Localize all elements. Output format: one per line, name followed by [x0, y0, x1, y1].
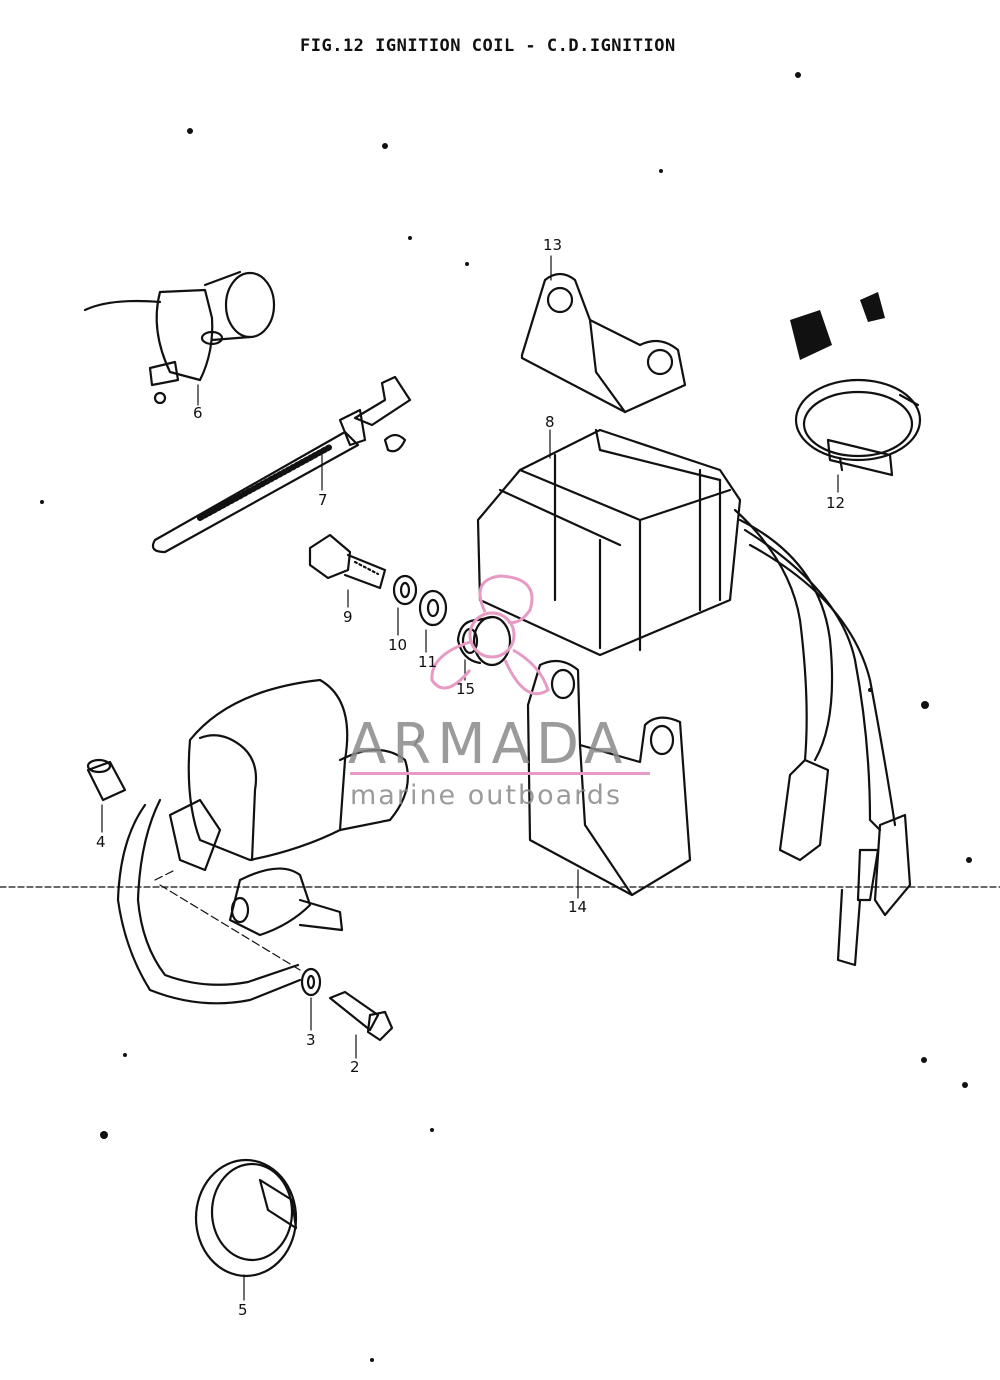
- part-1-ignition-coil: [116, 678, 409, 1005]
- part-5-hose-clamp: [194, 1158, 298, 1278]
- callout-14: 14: [568, 898, 588, 916]
- part-8-cdi-unit: [476, 428, 742, 657]
- leader-1: [414, 734, 421, 746]
- callout-8: 8: [545, 413, 555, 431]
- part-3-washer: [300, 967, 322, 997]
- part-6-cable-clamp: [83, 270, 276, 405]
- armada-propeller-logo: [430, 574, 550, 696]
- callout-7: 7: [318, 491, 328, 509]
- watermark-brand: ARMADA: [348, 712, 629, 777]
- part-15-grommet: [456, 615, 512, 667]
- callout-3: 3: [306, 1031, 316, 1049]
- callout-11: 11: [418, 653, 438, 671]
- part-2-bolt: [328, 990, 394, 1042]
- part-7-cable-tie: [151, 375, 412, 554]
- callout-13: 13: [543, 236, 563, 254]
- callout-10: 10: [388, 636, 408, 654]
- watermark-tagline: marine outboards: [350, 780, 623, 811]
- cdi-wire-harness: [733, 508, 912, 967]
- part-11-washer: [418, 589, 448, 627]
- part-13-bracket: [520, 272, 687, 414]
- part-10-washer: [392, 574, 418, 606]
- part-9-bolt: [308, 533, 387, 590]
- callout-4: 4: [96, 833, 106, 851]
- callout-12: 12: [826, 494, 846, 512]
- callout-9: 9: [343, 608, 353, 626]
- part-4-collar: [86, 758, 127, 802]
- part-14-bracket: [526, 659, 692, 897]
- part-12-hose-clamp: [794, 378, 922, 477]
- callout-6: 6: [193, 404, 203, 422]
- callout-5: 5: [238, 1301, 248, 1319]
- assembly-leader-lines: [154, 869, 301, 971]
- watermark-accent-line: [350, 772, 650, 775]
- scan-noise: [40, 72, 972, 1362]
- callout-2: 2: [350, 1058, 360, 1076]
- callout-15: 15: [456, 680, 476, 698]
- figure-title: FIG.12 IGNITION COIL - C.D.IGNITION: [300, 36, 676, 56]
